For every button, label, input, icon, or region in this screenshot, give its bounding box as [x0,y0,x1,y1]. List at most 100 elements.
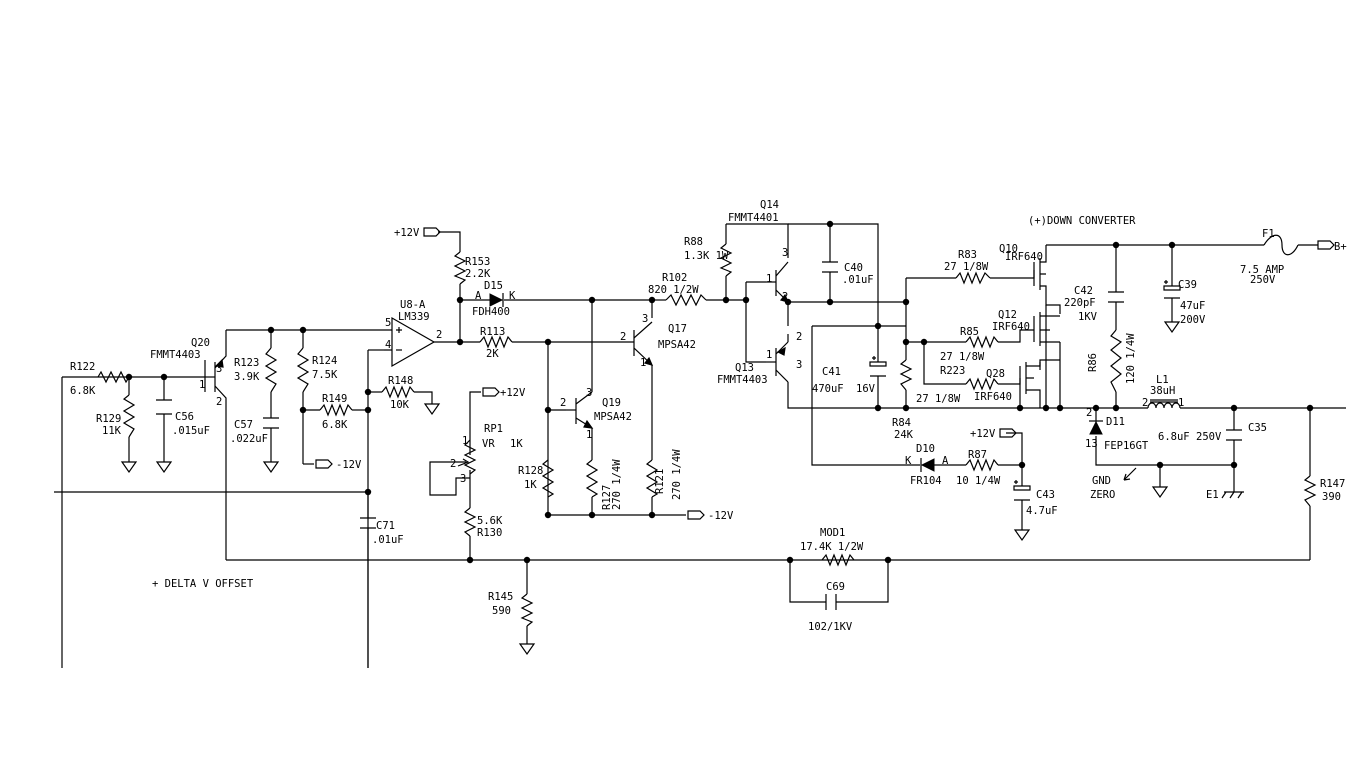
l1-symbol [1147,399,1181,409]
d11-pin13: 13 [1085,438,1098,450]
q13-symbol [766,341,789,383]
q14-value: FMMT4401 [728,212,779,224]
diode-symbols [489,293,1103,472]
q10-ref: Q10 [999,243,1018,255]
r113-value: 2K [486,348,499,360]
u8a-pin4: 4 [385,339,391,351]
q19-pin2: 2 [560,397,566,409]
q13-pin2: 2 [796,331,802,343]
q12-value: IRF640 [992,321,1030,333]
r129-value: 11K [102,425,122,437]
f1-symbol [1263,234,1299,256]
d15-ref: D15 [484,280,503,292]
r145-symbol [520,593,534,627]
c43-ref: C43 [1036,489,1055,501]
resistor-symbols [97,243,1317,627]
r124-ref: R124 [312,355,337,367]
rp1-pin3: 3 [460,473,466,485]
c40-value: .01uF [842,274,874,286]
d10-symbol [920,458,935,472]
r121-value: 270 1/4W [671,449,683,500]
c43-value: 4.7uF [1026,505,1058,517]
c42-symbol [1108,291,1124,303]
q20-pin2: 2 [216,396,222,408]
q19-symbol [566,391,594,429]
r86-value: 120 1/4W [1125,333,1137,384]
wires [54,223,1346,668]
r102-value: 820 1/2W [648,284,699,296]
r85-symbol [965,335,999,349]
rp1-type: VR [482,438,495,450]
r88-ref: R88 [684,236,703,248]
q19-pin1: 1 [586,429,592,441]
r123-ref: R123 [234,357,259,369]
q28-symbol [1019,362,1041,408]
q28-value: IRF640 [974,391,1012,403]
r223-ref: R223 [940,365,965,377]
schematic-labels: (+)DOWN CONVERTER + DELTA V OFFSET +12V … [70,199,1347,633]
r83-symbol [955,271,991,285]
q19-pin3: 3 [586,387,592,399]
c39-voltage: 200V [1180,314,1206,326]
q12-ref: Q12 [998,309,1017,321]
offset-note: + DELTA V OFFSET [152,578,254,590]
c56-symbol [156,399,172,415]
q10-symbol [1033,258,1047,290]
d10-value: FR104 [910,475,942,487]
r147-value: 390 [1322,491,1341,503]
rp1-wiper [457,458,470,467]
rp1-pin2: 2 [450,458,456,470]
q17-pin2: 2 [620,331,626,343]
junctions [125,220,1314,564]
rp1-ref: RP1 [484,423,503,435]
r149-symbol [319,403,353,417]
r121-ref: R121 [654,469,666,494]
r148-symbol [381,385,415,399]
q20-value: FMMT4403 [150,349,201,361]
q14-pin1: 1 [766,273,772,285]
rp1-value: 1K [510,438,523,450]
r113-symbol [479,335,513,349]
c42-value: 220pF [1064,297,1096,309]
r123-value: 3.9K [234,371,260,383]
q13-pin3: 3 [796,359,802,371]
mod1-ref: MOD1 [820,527,845,539]
r113-ref: R113 [480,326,505,338]
r87-symbol [965,458,999,472]
r84-value: 24K [894,429,914,441]
q28-ref: Q28 [986,368,1005,380]
c35-value: 6.8uF [1158,431,1190,443]
q14-pin3: 3 [782,247,788,259]
page-title: (+)DOWN CONVERTER [1028,215,1136,227]
mod1-symbol [821,553,855,567]
c57-ref: C57 [234,419,253,431]
c56-value: .015uF [172,425,210,437]
r88-symbol [719,243,733,277]
u8a-symbol [384,316,436,368]
r122-ref: R122 [70,361,95,373]
gnd-label: GND [1092,475,1111,487]
r153-symbol [453,251,467,285]
r124-symbol [296,347,310,393]
d11-pin2: 2 [1086,407,1092,419]
f1-value: 7.5 AMP [1240,264,1284,276]
chassis-ground-e1 [1221,491,1244,499]
r130-symbol [463,507,477,537]
q13-value: FMMT4403 [717,374,768,386]
r223-symbol [965,377,999,391]
d15-cathode: K [509,290,516,302]
net-label-p12v: +12V [500,387,526,399]
d15-anode: A [475,290,482,302]
c42-ref: C42 [1074,285,1093,297]
r83-ref: R83 [958,249,977,261]
r149-value: 6.8K [322,419,348,431]
r124-value: 7.5K [312,369,338,381]
q19-value: MPSA42 [594,411,632,423]
d15-symbol [489,293,504,307]
r145-value: 590 [492,605,511,617]
u8a-ref: U8-A [400,299,426,311]
l1-pin1: 1 [1178,397,1184,409]
q17-symbol [633,321,654,366]
q20-pin3: 3 [216,363,222,375]
r86-ref: R86 [1087,353,1099,372]
